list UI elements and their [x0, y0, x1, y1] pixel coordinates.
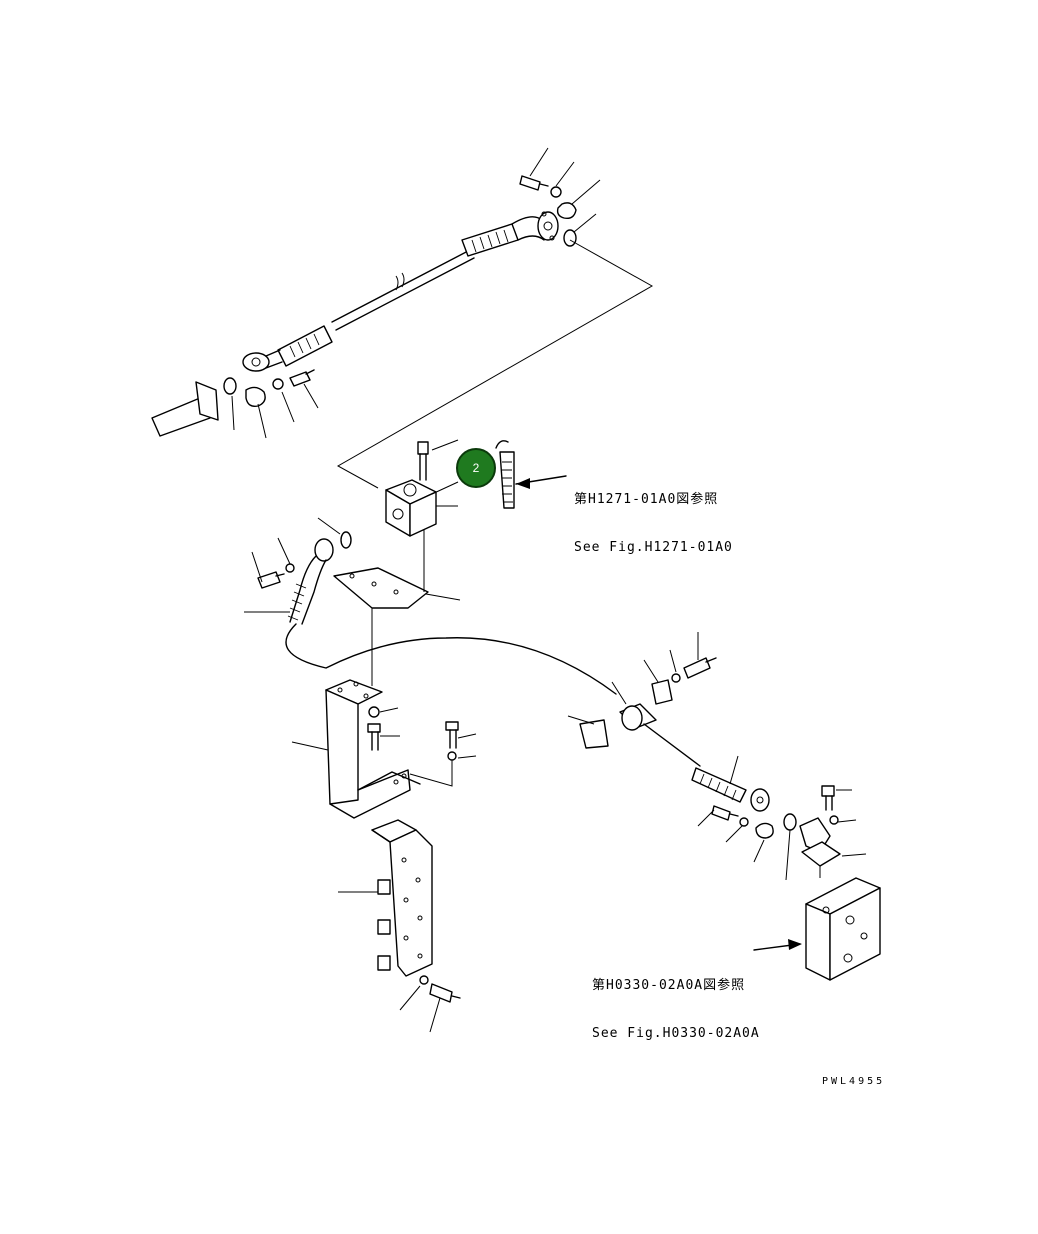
left-hose-elbow	[244, 538, 617, 695]
upper-left-hardware	[151, 369, 319, 439]
drawing-code: PWL4955	[822, 1076, 886, 1087]
washer-icon	[272, 378, 284, 390]
reference-note-bottom-jp: 第H0330-02A0A図参照	[592, 978, 746, 993]
upper-flange-left	[242, 349, 283, 372]
upper-hose-line	[331, 249, 471, 323]
see-fig-hose	[495, 440, 515, 509]
reference-note-top-jp: 第H1271-01A0図参照	[574, 492, 719, 507]
elbow-hardware	[251, 537, 295, 589]
bolt-icon	[519, 175, 541, 191]
long-curved-hose	[285, 623, 617, 695]
elbow-fitting-right	[799, 785, 867, 878]
lower-right-hardware	[697, 805, 797, 881]
lower-bracket	[338, 819, 433, 977]
hose-clamp-assembly	[567, 632, 717, 767]
callout-label: 2	[472, 461, 480, 475]
o-ring-icon	[563, 229, 577, 247]
main-bracket	[291, 679, 453, 819]
lower-bracket-bolt	[399, 975, 461, 1033]
upper-right-hardware	[519, 147, 601, 247]
upper-hose-sleeve-right	[461, 216, 545, 257]
callout-marker[interactable]: 2	[456, 448, 496, 488]
assembly-leader	[336, 239, 654, 489]
upper-flange-right	[537, 211, 559, 241]
upper-hose-sleeve-left	[277, 325, 333, 367]
reference-note-bottom-en: See Fig.H0330-02A0A	[592, 1026, 760, 1041]
valve-block	[385, 479, 458, 537]
split-flange-icon	[245, 386, 266, 408]
block-bolt	[417, 439, 459, 481]
clamp-half-left	[579, 719, 609, 749]
lower-hose-sleeve	[691, 755, 770, 812]
clamp-half-right	[651, 679, 673, 705]
o-ring-icon	[223, 377, 237, 395]
reference-note-bottom: 第H0330-02A0A図参照 See Fig.H0330-02A0A	[592, 946, 760, 1058]
washer-icon	[550, 186, 562, 198]
split-flange-icon	[556, 202, 577, 220]
reference-note-top-en: See Fig.H1271-01A0	[574, 540, 733, 555]
valve-body-reference	[805, 877, 881, 981]
bolt-icon	[289, 371, 311, 387]
o-ring-icon	[340, 531, 352, 549]
flange-plate-left	[195, 381, 219, 421]
upper-hose-assembly	[242, 211, 559, 372]
mounting-plate	[333, 530, 461, 686]
break-mark	[395, 272, 405, 291]
reference-note-top: 第H1271-01A0図参照 See Fig.H1271-01A0	[574, 460, 733, 572]
bracket-bolts	[367, 706, 477, 761]
